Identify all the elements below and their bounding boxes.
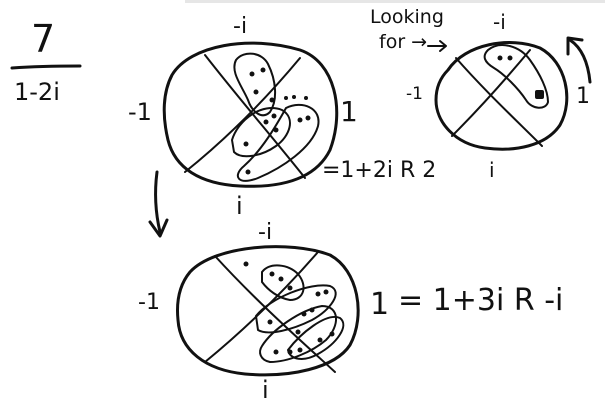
looking-for-arrow: [427, 40, 447, 52]
bottom-dot: [317, 337, 323, 343]
bottom-label-left: -1: [138, 290, 160, 315]
top-left-cross-line-b: [184, 57, 301, 173]
bottom-label-right: 1: [370, 287, 390, 322]
top-left-dot: [260, 67, 266, 73]
bottom-dot: [287, 285, 293, 291]
top-left-label-top: -i: [233, 14, 248, 39]
curved-arrow-icon: [566, 36, 592, 84]
bottom-dot: [269, 271, 275, 277]
bottom-label-top: -i: [258, 220, 273, 245]
top-left-circle: [162, 41, 339, 188]
bottom-result: = 1+3i R -i: [398, 283, 564, 318]
top-left-dot: [297, 117, 303, 123]
looking-for-line-1: Looking: [370, 6, 444, 28]
top-left-dot: [305, 115, 311, 121]
top-right-filled-mark: [535, 90, 544, 99]
top-left-cross-line-a: [204, 54, 306, 179]
top-right-dot: [497, 55, 503, 61]
bottom-cross-line-a: [214, 255, 336, 373]
top-left-result: =1+2i R 2: [322, 158, 437, 183]
top-left-label-left: -1: [128, 98, 152, 126]
bottom-dot: [287, 349, 293, 355]
bottom-diagram: [176, 245, 360, 377]
top-right-label-bottom: i: [489, 158, 495, 182]
bottom-dot: [297, 347, 303, 353]
top-left-dot: [273, 127, 279, 133]
top-right-label-top: -i: [493, 10, 506, 34]
top-left-group-3: [236, 103, 320, 182]
top-left-label-bottom: i: [236, 192, 243, 220]
top-left-dot: [245, 169, 251, 175]
top-left-dot: [284, 96, 288, 100]
top-right-cross-line-a: [455, 57, 543, 147]
top-right-dot: [507, 55, 513, 61]
top-left-dot: [292, 95, 296, 99]
bottom-dot: [267, 319, 273, 325]
bottom-dot: [278, 276, 284, 282]
bottom-dot: [329, 331, 335, 337]
fraction-bar: [10, 64, 82, 70]
bottom-dot: [295, 329, 301, 335]
top-left-diagram: [162, 41, 339, 188]
top-left-dot: [243, 141, 249, 147]
top-edge-bar: [185, 0, 605, 3]
top-right-label-left: -1: [406, 84, 423, 104]
bottom-dot: [243, 261, 249, 267]
top-right-group: [483, 44, 549, 109]
top-left-dot: [253, 89, 259, 95]
top-right-label-right: 1: [576, 84, 590, 109]
bottom-dot: [309, 307, 315, 313]
bottom-group-1: [261, 264, 305, 301]
bottom-dot: [301, 311, 307, 317]
top-left-label-right: 1: [340, 95, 358, 128]
top-left-dot: [263, 119, 269, 125]
top-left-group-2: [231, 107, 291, 158]
bottom-circle: [176, 245, 360, 377]
bottom-group-3: [259, 305, 337, 363]
top-right-cross-line-b: [451, 49, 531, 137]
top-right-diagram: [434, 41, 569, 151]
top-left-dot: [269, 97, 275, 103]
fraction-denominator: 1-2i: [14, 78, 60, 106]
top-left-dot: [271, 113, 277, 119]
bottom-group-2: [255, 284, 337, 334]
bottom-dot: [273, 349, 279, 355]
top-left-group-1: [233, 52, 276, 117]
top-left-dot: [304, 96, 308, 100]
top-left-dot: [249, 71, 255, 77]
bottom-dot: [323, 289, 329, 295]
fraction-numerator: 7: [31, 17, 56, 61]
bottom-dot: [315, 291, 321, 297]
bottom-label-bottom: i: [262, 376, 269, 404]
arrow-down-icon: [148, 170, 169, 238]
top-right-circle: [434, 41, 569, 151]
bottom-group-4: [287, 315, 345, 360]
looking-for-line-2: for →: [379, 31, 428, 53]
